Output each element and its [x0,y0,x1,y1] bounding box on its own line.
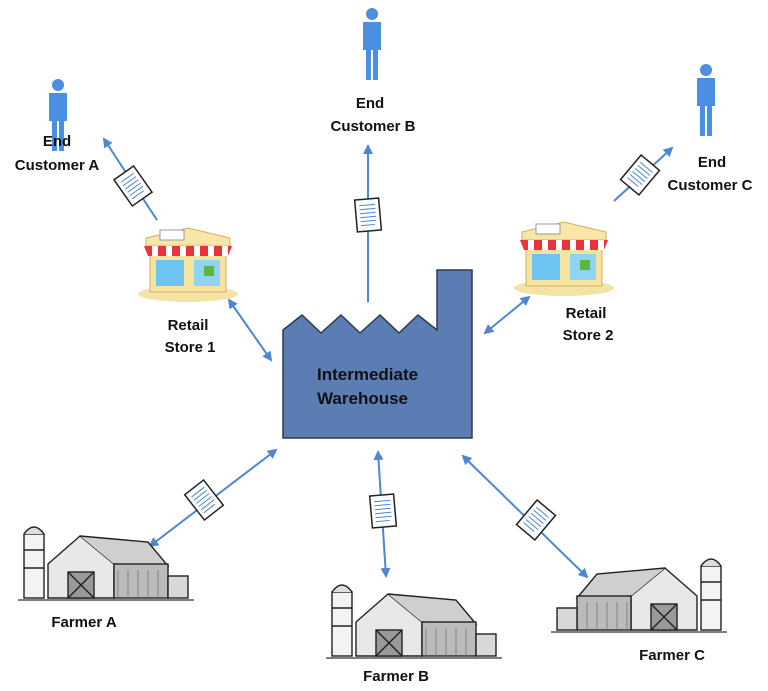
customer-b-node: End Customer B [330,8,416,135]
warehouse-label-line2: Warehouse [317,389,408,408]
farmer-b-label: Farmer B [363,668,429,685]
customer-b-label-line1: End [356,95,384,112]
store-2-label-line1: Retail [566,305,607,322]
farmer-c-label: Farmer C [639,647,705,664]
farmer-b-node: Farmer B [325,584,503,685]
document-icon [368,493,398,529]
person-icon [363,8,381,80]
document-icon [353,197,383,233]
barn-icon [325,584,503,659]
barn-icon [17,526,195,601]
store-1-label-line1: Retail [168,317,209,334]
document-icon [515,499,557,541]
store-icon [513,221,615,297]
store-2-node: Retail Store 2 [513,221,615,344]
customer-c-node: End Customer C [667,64,753,194]
edge-store1-warehouse [227,298,273,362]
customer-a-label-line2: Customer A [15,157,100,174]
customer-c-label-line2: Customer C [667,177,752,194]
customer-a-node: End Customer A [15,79,100,174]
warehouse-label-line1: Intermediate [317,365,418,384]
document-icon [113,165,153,207]
customer-c-label-line1: End [698,154,726,171]
barn-icon [550,558,728,633]
store-icon [137,227,239,303]
customer-b-label-line2: Customer B [330,118,415,135]
customer-a-label-line1: End [43,133,71,150]
warehouse-node: Intermediate Warehouse [282,269,473,439]
edge-store2-warehouse [483,295,531,335]
store-2-label-line2: Store 2 [563,327,614,344]
store-1-label-line2: Store 1 [165,339,216,356]
farmer-a-node: Farmer A [17,526,195,631]
farmer-c-node: Farmer C [550,558,728,664]
farmer-a-label: Farmer A [51,614,116,631]
store-1-node: Retail Store 1 [137,227,239,356]
person-icon [697,64,715,136]
factory-icon [282,269,473,439]
